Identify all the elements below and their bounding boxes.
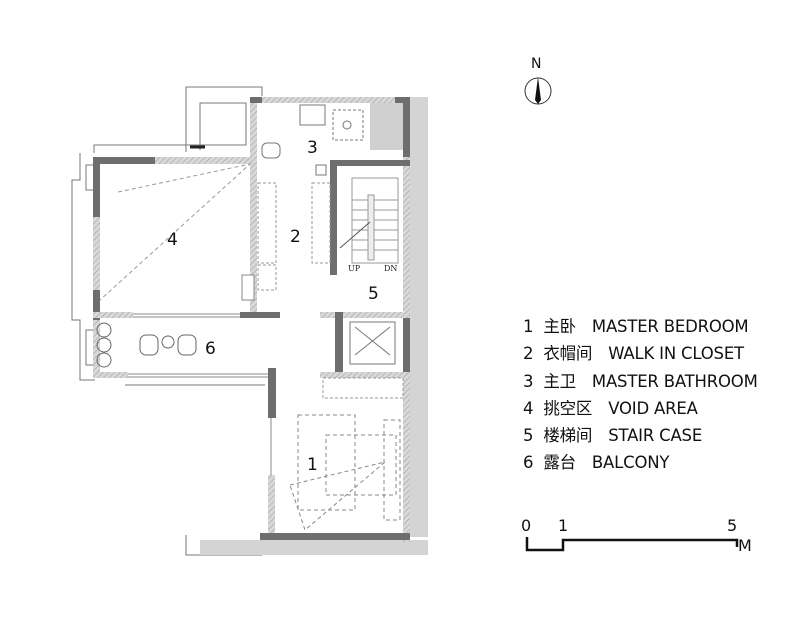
bed-furniture [289,414,401,531]
legend-item: 3 主卫 MASTER BATHROOM [523,368,768,395]
room-number-3: 3 [307,138,318,158]
room-legend: 1 主卧 MASTER BEDROOM 2 衣帽间 WALK IN CLOSET 3 主卫… [523,313,768,477]
room-number-4: 4 [167,230,178,250]
exterior-outline [71,86,265,556]
legend-num: 1 [523,317,534,336]
legend-zh: 主卫 [543,371,576,391]
legend-zh: 主卧 [543,317,576,336]
scale-unit: M [738,536,752,555]
elevator-shaft [349,321,396,365]
bathroom-fixtures [261,104,364,176]
legend-en: WALK IN CLOSET [608,344,744,364]
legend-en: VOID AREA [608,398,698,418]
glazing [128,313,272,475]
room-number-5: 5 [368,284,379,304]
legend-num: 5 [523,426,534,446]
adjacent-unit-strip-bottom [200,540,428,555]
legend-num: 6 [523,453,534,473]
north-label: N [531,56,541,72]
legend-zh: 衣帽间 [543,344,593,364]
legend-zh: 露台 [543,453,576,473]
legend-item: 1 主卧 MASTER BEDROOM [523,313,768,340]
legend-num: 2 [523,344,534,364]
room-number-2: 2 [290,227,301,247]
scale-bar [525,537,739,552]
legend-num: 4 [523,398,534,418]
north-arrow: N [524,56,552,105]
balcony-furniture [96,322,197,368]
adjacent-unit-strip [410,97,428,537]
room-number-1: 1 [307,455,318,475]
staircase [339,177,399,264]
legend-zh: 挑空区 [543,398,593,418]
legend-num: 3 [523,371,534,391]
legend-en: MASTER BEDROOM [591,317,749,336]
scale-tick-5: 5 [727,516,738,535]
stair-down-label: DN [384,264,397,273]
scale-tick-0: 0 [521,516,532,535]
legend-item: 2 衣帽间 WALK IN CLOSET [523,340,768,367]
stair-up-label: UP [348,264,361,273]
legend-en: MASTER BATHROOM [591,371,758,391]
scale-tick-1: 1 [558,516,569,535]
walls [93,97,410,542]
legend-zh: 楼梯间 [543,426,593,446]
legend-en: STAIR CASE [608,426,703,446]
legend-item: 4 挑空区 VOID AREA [523,395,768,422]
legend-item: 6 露台 BALCONY [523,449,768,476]
closet-cabinets [257,182,404,399]
legend-item: 5 楼梯间 STAIR CASE [523,422,768,449]
void-outline [99,163,252,301]
column-box [241,274,255,301]
legend-en: BALCONY [591,453,670,473]
room-number-6: 6 [205,339,216,359]
